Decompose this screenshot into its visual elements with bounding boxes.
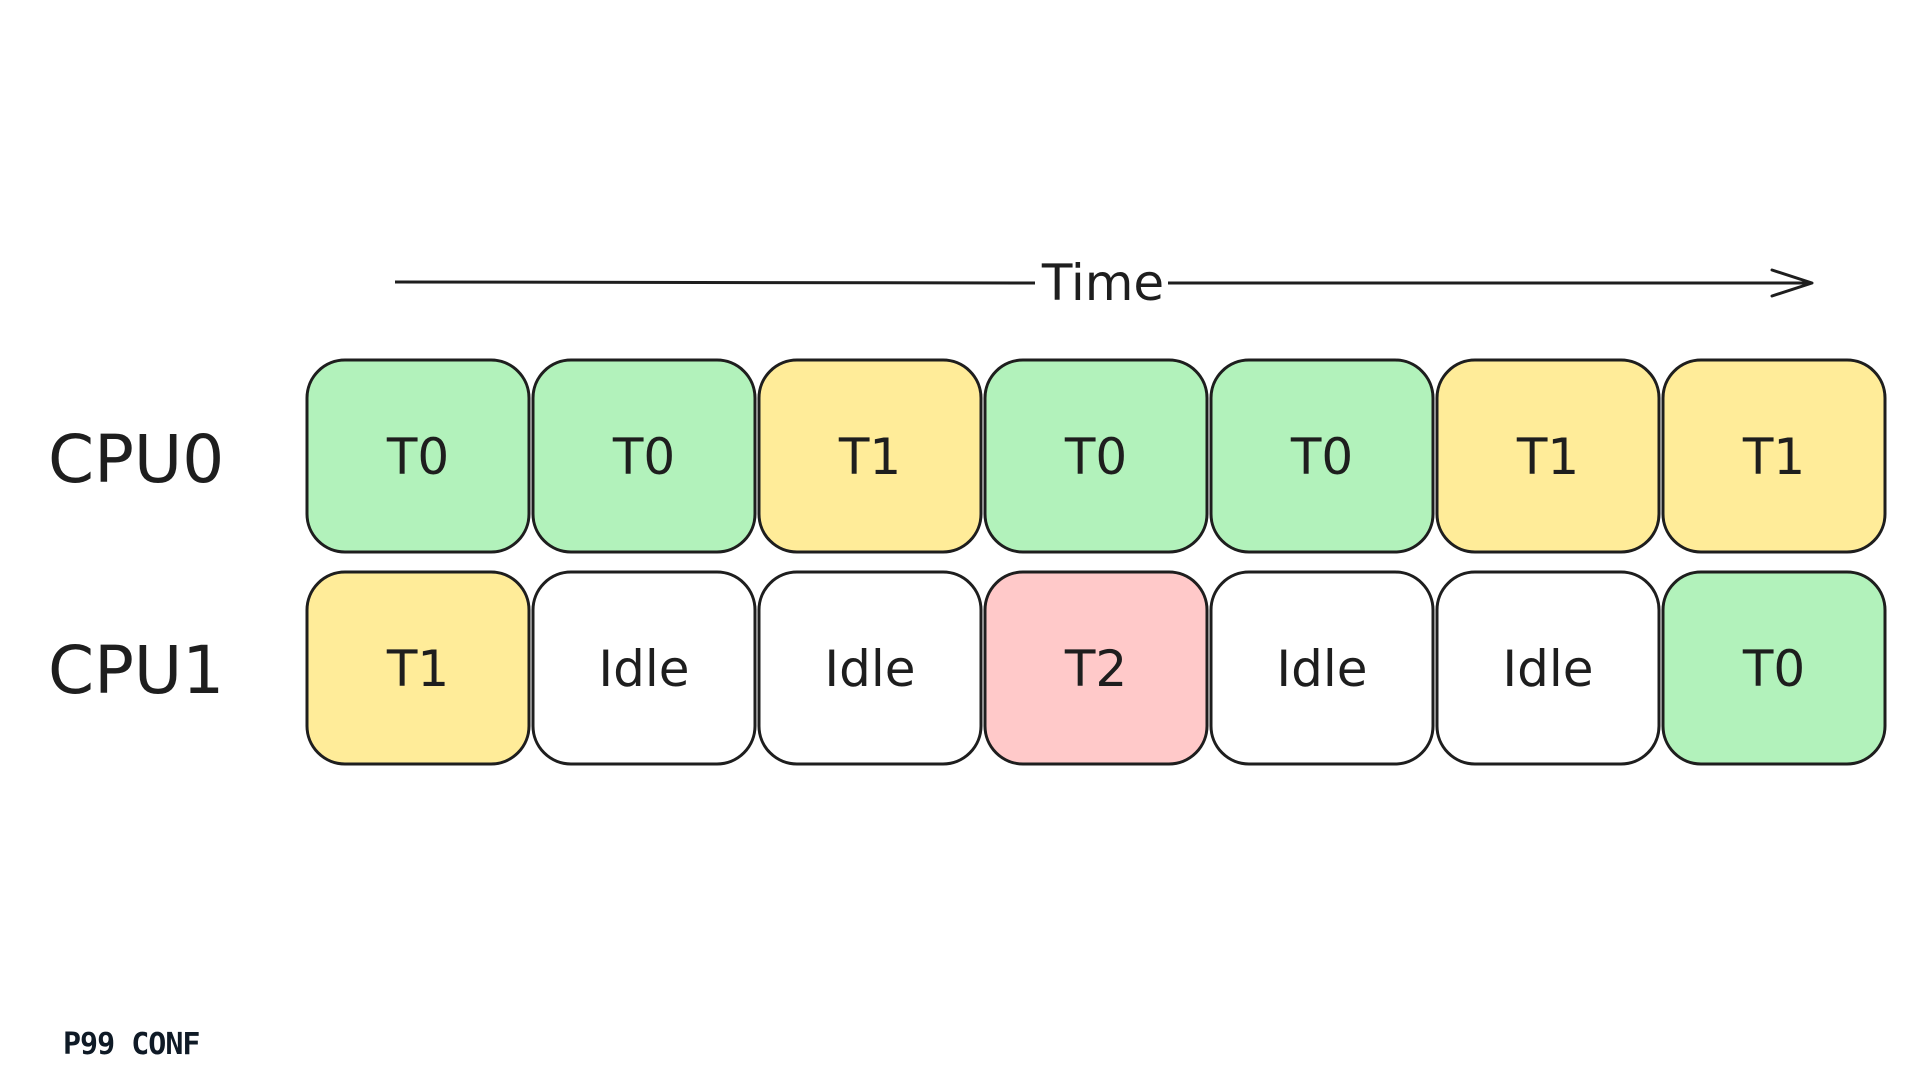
cell-box [757,570,983,766]
cell-cpu0-7: T1 [1661,358,1887,554]
cell-box [1435,358,1661,554]
cell-label: T0 [1742,640,1805,698]
cell-box [983,570,1209,766]
cell-cpu0-2: T0 [531,358,757,554]
cell-box [1435,570,1661,766]
cell-label: T2 [1064,640,1127,698]
p99-conf-logo: P99 CONF [63,1027,200,1062]
cell-box [1661,570,1887,766]
cell-box [305,358,531,554]
cell-box [305,570,531,766]
time-axis-line-left [394,280,1036,285]
cell-label: T1 [1516,428,1579,486]
time-axis-label: Time [1041,254,1164,312]
time-axis: Time [394,254,1814,312]
cell-box [1661,358,1887,554]
cell-label: T0 [386,428,449,486]
cell-label: T0 [1064,428,1127,486]
cell-box [983,358,1209,554]
cell-label: Idle [824,640,915,698]
cell-label: T1 [838,428,901,486]
cell-label: Idle [1276,640,1367,698]
time-axis-arrowhead [1770,268,1814,298]
cell-box [531,358,757,554]
cell-label: T1 [1742,428,1805,486]
cell-box [1209,358,1435,554]
cell-box [757,358,983,554]
row-label-cpu0: CPU0 [48,421,224,498]
cell-box [531,570,757,766]
cell-box [1209,570,1435,766]
row-label-cpu1: CPU1 [48,632,224,709]
cell-cpu0-1: T0 [305,358,531,554]
cell-cpu1-1: T1 [305,570,531,766]
cell-cpu0-6: T1 [1435,358,1661,554]
cell-cpu1-6: Idle [1435,570,1661,766]
cell-label: Idle [1502,640,1593,698]
cell-cpu0-3: T1 [757,358,983,554]
cell-cpu0-5: T0 [1209,358,1435,554]
cell-cpu1-4: T2 [983,570,1209,766]
cell-cpu0-4: T0 [983,358,1209,554]
cell-label: T1 [386,640,449,698]
cell-cpu1-3: Idle [757,570,983,766]
cell-label: Idle [598,640,689,698]
cell-cpu1-5: Idle [1209,570,1435,766]
cell-label: T0 [612,428,675,486]
cell-cpu1-2: Idle [531,570,757,766]
cell-label: T0 [1290,428,1353,486]
cell-cpu1-7: T0 [1661,570,1887,766]
